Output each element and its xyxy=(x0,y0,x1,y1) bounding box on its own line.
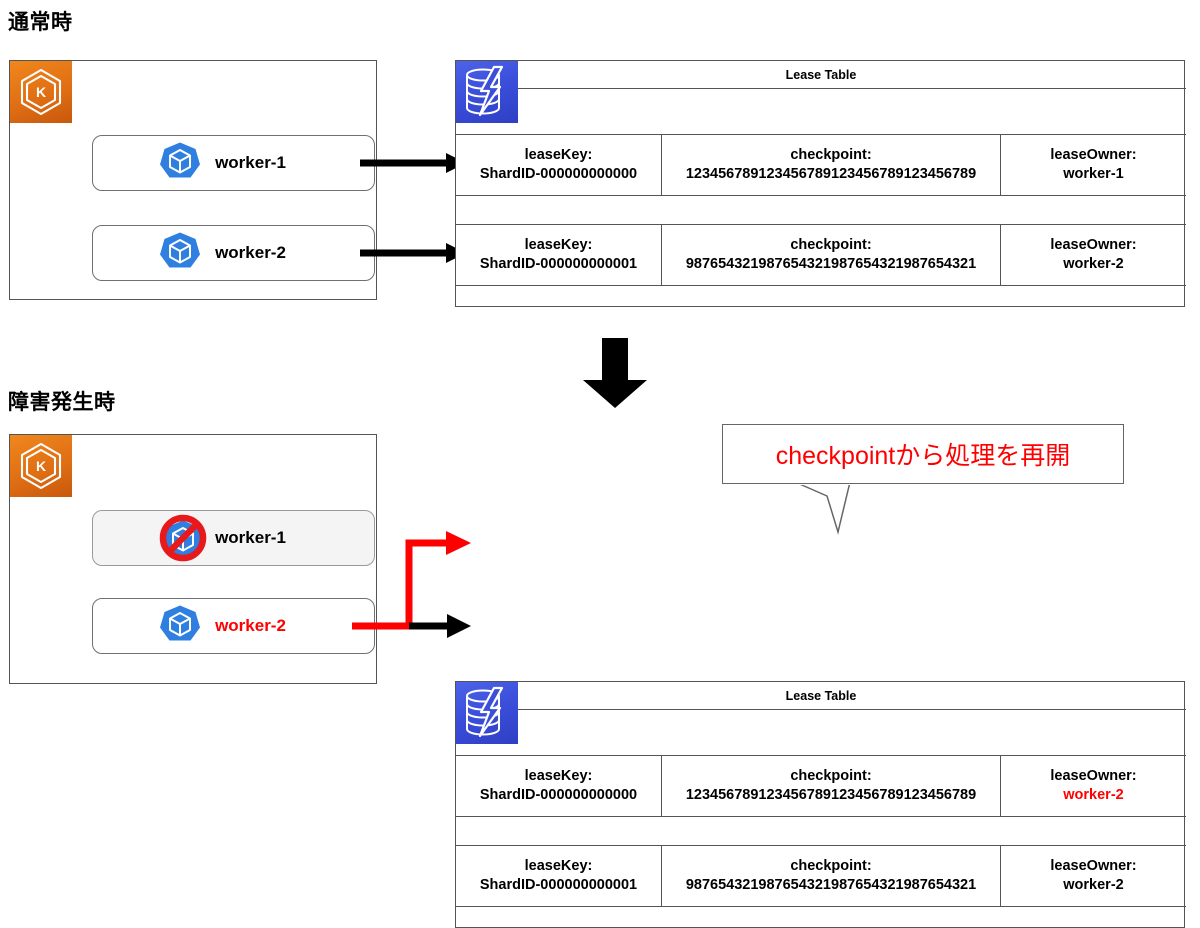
pod-cube-icon xyxy=(157,603,203,649)
arrow-worker2-to-lease-row2-black xyxy=(409,614,471,638)
lease-table-title: Lease Table xyxy=(785,67,857,82)
worker-box-failure-2[interactable]: worker-2 xyxy=(92,598,375,654)
callout-tail xyxy=(790,480,910,540)
lease-table-header: Lease Table xyxy=(456,61,1186,89)
aws-dynamodb-icon xyxy=(456,682,518,744)
lease-cell-leasekey: leaseKey: ShardID-000000000000 xyxy=(456,756,662,816)
callout-text: checkpointから処理を再開 xyxy=(775,442,1071,470)
worker-box-failure-1[interactable]: worker-1 xyxy=(92,510,375,566)
arrow-worker2-to-lease-normal xyxy=(360,220,470,380)
worker-box-normal-2[interactable]: worker-2 xyxy=(92,225,375,281)
lease-table-failure: Lease Table leaseKey: ShardID-0000000 xyxy=(455,681,1186,928)
pod-cube-icon xyxy=(157,140,203,186)
prohibition-sign xyxy=(159,514,207,562)
lease-cell-leaseowner: leaseOwner: worker-1 xyxy=(1050,147,1137,182)
lease-table-header: Lease Table xyxy=(456,682,1186,710)
lease-cell-checkpoint: checkpoint: 9876543219876543219876543219… xyxy=(662,225,1001,285)
diagram-canvas: 通常時 K worker-1 xyxy=(8,11,1186,928)
aws-kinesis-icon: K xyxy=(10,61,72,123)
lease-cell-leasekey: leaseKey: ShardID-000000000001 xyxy=(456,225,662,285)
down-arrow-icon xyxy=(575,338,655,408)
lease-table-title: Lease Table xyxy=(785,688,857,703)
lease-table-row: leaseKey: ShardID-000000000001 checkpoin… xyxy=(456,845,1186,907)
lease-cell-leasekey: leaseKey: ShardID-000000000001 xyxy=(456,846,662,906)
arrow-worker2-to-lease-row1-red xyxy=(352,531,471,630)
worker-label: worker-2 xyxy=(215,243,286,262)
section-heading-failure: 障害発生時 xyxy=(8,391,116,414)
worker-label: worker-2 xyxy=(215,616,286,635)
lease-cell-leasekey: leaseKey: ShardID-000000000000 xyxy=(456,135,662,195)
lease-cell-checkpoint: checkpoint: 1234567891234567891234567891… xyxy=(662,756,1001,816)
pod-cube-disabled-icon xyxy=(157,514,207,562)
arrow-group-failure xyxy=(352,515,477,655)
lease-cell-leaseowner: leaseOwner: worker-2 xyxy=(1050,237,1137,272)
lease-cell-checkpoint: checkpoint: 9876543219876543219876543219… xyxy=(662,846,1001,906)
lease-cell-checkpoint: checkpoint: 1234567891234567891234567891… xyxy=(662,135,1001,195)
lease-cell-leaseowner: leaseOwner: worker-2 xyxy=(1050,768,1137,803)
callout-checkpoint-resume: checkpointから処理を再開 xyxy=(722,424,1124,484)
worker-box-normal-1[interactable]: worker-1 xyxy=(92,135,375,191)
lease-cell-leaseowner: leaseOwner: worker-2 xyxy=(1050,858,1137,893)
svg-text:K: K xyxy=(36,458,46,474)
lease-table-row: leaseKey: ShardID-000000000000 checkpoin… xyxy=(456,134,1186,196)
lease-table-row: leaseKey: ShardID-000000000001 checkpoin… xyxy=(456,224,1186,286)
svg-text:K: K xyxy=(36,84,46,100)
lease-table-row: leaseKey: ShardID-000000000000 checkpoin… xyxy=(456,755,1186,817)
aws-kinesis-icon: K xyxy=(10,435,72,497)
worker-label: worker-1 xyxy=(215,153,286,172)
pod-cube-icon xyxy=(157,230,203,276)
worker-label: worker-1 xyxy=(215,528,286,547)
lease-table-normal: Lease Table leaseKey: ShardID-00 xyxy=(455,60,1186,307)
section-heading-normal: 通常時 xyxy=(8,11,73,34)
aws-dynamodb-icon xyxy=(456,61,518,123)
